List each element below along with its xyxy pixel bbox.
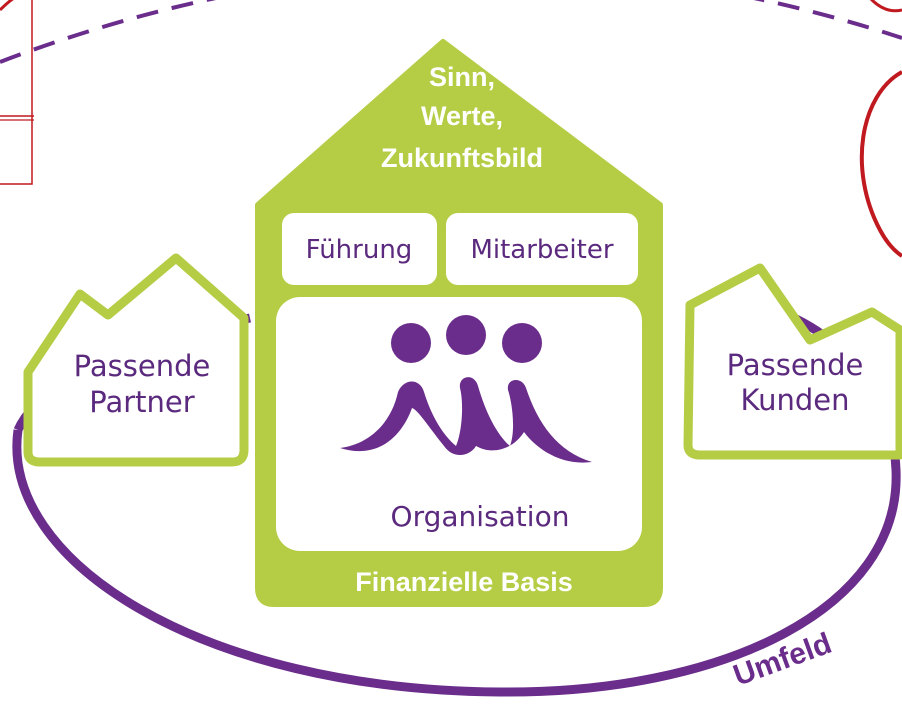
red-partial-text-right xyxy=(869,0,902,13)
kunden-line2: Kunden xyxy=(741,383,850,417)
partner-house: Passende Partner xyxy=(23,253,249,467)
organisation-label: Organisation xyxy=(391,500,570,533)
main-house: Sinn, Werte, Zukunftsbild Führung Mitarb… xyxy=(255,39,663,607)
kunden-line1: Passende xyxy=(727,348,864,382)
roof-line-1: Sinn, xyxy=(429,62,495,92)
partner-line1: Passende xyxy=(74,349,211,383)
partner-line2: Partner xyxy=(89,385,194,419)
room-mitarbeiter-label: Mitarbeiter xyxy=(470,235,613,265)
roof-line-2: Werte, xyxy=(421,101,503,131)
red-partial-circle xyxy=(859,70,902,258)
roof-line-3: Zukunftsbild xyxy=(381,143,543,173)
people-group-icon xyxy=(340,315,592,463)
room-fuehrung xyxy=(282,213,437,285)
room-fuehrung-label: Führung xyxy=(306,235,413,265)
red-partial-text-left xyxy=(0,0,14,12)
base-label: Finanzielle Basis xyxy=(355,567,573,597)
organisation-panel xyxy=(276,297,642,551)
kunden-house: Passende Kunden xyxy=(683,263,902,460)
red-partial-box xyxy=(0,0,34,185)
room-mitarbeiter xyxy=(446,213,638,285)
